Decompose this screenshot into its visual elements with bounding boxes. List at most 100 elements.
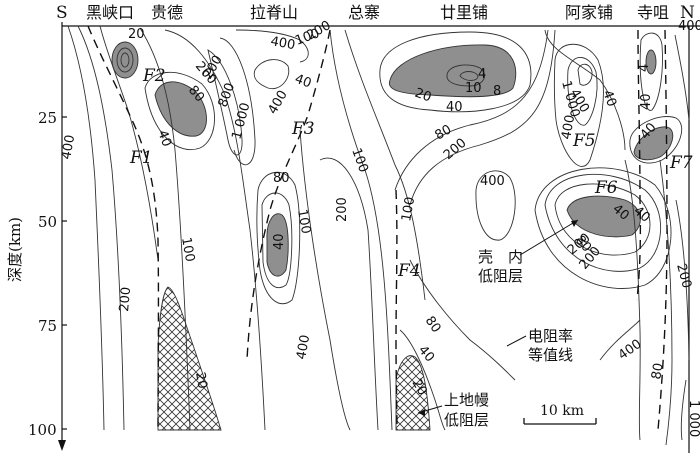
- contour-label: 10: [465, 81, 482, 96]
- contour-line: [680, 379, 687, 441]
- contour-label: 80: [273, 171, 290, 186]
- contour-line: [544, 173, 662, 272]
- place-ajiapu: 阿家铺: [565, 3, 613, 22]
- contour-line: [116, 47, 134, 73]
- depth-axis-arrow: [58, 440, 66, 451]
- place-lajishan: 拉脊山: [250, 3, 298, 22]
- mantle-low-pointer-arrow: [418, 409, 425, 416]
- place-guide: 贵德: [151, 3, 183, 22]
- contour-line: [344, 29, 426, 301]
- contour-line: [624, 159, 641, 441]
- tick-label-100: 100: [28, 421, 57, 439]
- contour-line: [67, 25, 105, 431]
- contour-label: 100: [348, 146, 371, 174]
- contour-label: 40: [272, 233, 287, 250]
- depth-axis-title: 深度(km): [6, 217, 24, 282]
- mantle-low-label-line1: 上地幔: [444, 391, 489, 409]
- profile-labels: S 黑峡口 贵德 拉脊山 总寨 廿里铺 阿家铺 寺咀 N: [56, 3, 695, 23]
- south-label: S: [56, 3, 68, 23]
- isoline-label-line2: 等值线: [528, 346, 573, 364]
- contour-label: 20: [409, 377, 430, 399]
- contour-line: [219, 37, 256, 166]
- contour-label: 200: [117, 286, 134, 312]
- fault-label-f6: F6: [594, 178, 618, 198]
- crust-low-bodies: [111, 41, 674, 277]
- depth-axis-labels: 25 50 75 100 深度(km): [6, 109, 57, 439]
- crust-low-pointer-arrow: [571, 220, 578, 227]
- contour-label: 4: [637, 64, 652, 72]
- contour-line: [554, 183, 651, 256]
- contour-line: [329, 29, 393, 431]
- contour-label: 8: [493, 84, 501, 99]
- contour-line: [544, 29, 626, 151]
- contour-line: [299, 129, 351, 431]
- contour-line: [77, 25, 125, 431]
- fault-f1: [87, 25, 160, 431]
- contour-label: 40: [293, 72, 314, 92]
- fault-f7: [657, 29, 668, 431]
- contour-label: 200: [335, 197, 350, 222]
- contour-label: 400: [678, 19, 700, 34]
- contour-label: 20: [413, 86, 434, 106]
- fault-labels: F1 F2 F3 F4 F5 F6 F7: [129, 66, 693, 281]
- contour-line: [446, 64, 485, 87]
- isoline-pointer: [506, 335, 527, 347]
- contour-label: 80: [422, 314, 444, 336]
- contour-line: [639, 32, 663, 111]
- scale-bar-label: 10 km: [540, 403, 584, 419]
- contour-label: 40: [154, 128, 174, 149]
- contour-lines: [67, 25, 690, 446]
- place-nianlipu: 廿里铺: [440, 3, 488, 22]
- contour-line: [459, 71, 479, 81]
- contour-line: [399, 329, 446, 431]
- low-body-f6: [566, 195, 641, 238]
- contour-line: [659, 159, 673, 446]
- contour-label: 80: [649, 362, 667, 381]
- contour-line: [599, 319, 641, 361]
- contour-line: [409, 29, 556, 206]
- contour-line: [164, 29, 266, 431]
- contour-line: [553, 43, 604, 167]
- fault-label-f3: F3: [291, 119, 315, 139]
- contour-line: [409, 259, 516, 381]
- contour-line: [394, 29, 549, 191]
- contour-line: [577, 63, 593, 86]
- contour-line: [319, 157, 379, 431]
- fault-label-f2: F2: [142, 66, 166, 86]
- isoline-label-line1: 电阻率: [528, 327, 573, 345]
- contour-label: 400: [265, 88, 290, 117]
- contour-label: 80: [433, 122, 455, 143]
- contour-line: [629, 116, 683, 164]
- low-body-nianlipu: [388, 44, 517, 98]
- contour-line: [207, 49, 243, 156]
- low-body-f2: [154, 81, 207, 137]
- contour-line: [144, 71, 215, 150]
- contour-line: [534, 167, 672, 289]
- contour-label: 1 000: [686, 400, 700, 437]
- tick-label-25: 25: [38, 109, 57, 127]
- contour-label: 4: [478, 67, 486, 82]
- contour-label: 40: [446, 100, 463, 115]
- contour-line: [475, 170, 516, 241]
- fault-label-f7: F7: [669, 153, 693, 173]
- contour-line: [253, 59, 290, 90]
- contour-line: [567, 57, 598, 126]
- contour-line: [675, 199, 690, 361]
- faults: [87, 25, 668, 431]
- north-label: N: [680, 3, 695, 23]
- contour-line: [379, 31, 532, 113]
- place-zongzhai: 总寨: [348, 3, 380, 22]
- crust-low-label-line1: 壳 内: [478, 248, 523, 266]
- contour-label: 400: [480, 174, 505, 189]
- contour-label: 400: [294, 334, 313, 361]
- contour-label: 40: [599, 88, 619, 109]
- contour-line: [235, 29, 309, 63]
- contour-label: 400: [559, 114, 578, 141]
- fault-f3: [246, 29, 331, 361]
- low-body-heixiakou: [111, 41, 139, 79]
- mantle-low-label-line2: 低阻层: [444, 411, 489, 429]
- contour-label: 200: [673, 262, 694, 290]
- contour-line: [674, 34, 690, 121]
- place-sizui: 寺咀: [637, 3, 669, 22]
